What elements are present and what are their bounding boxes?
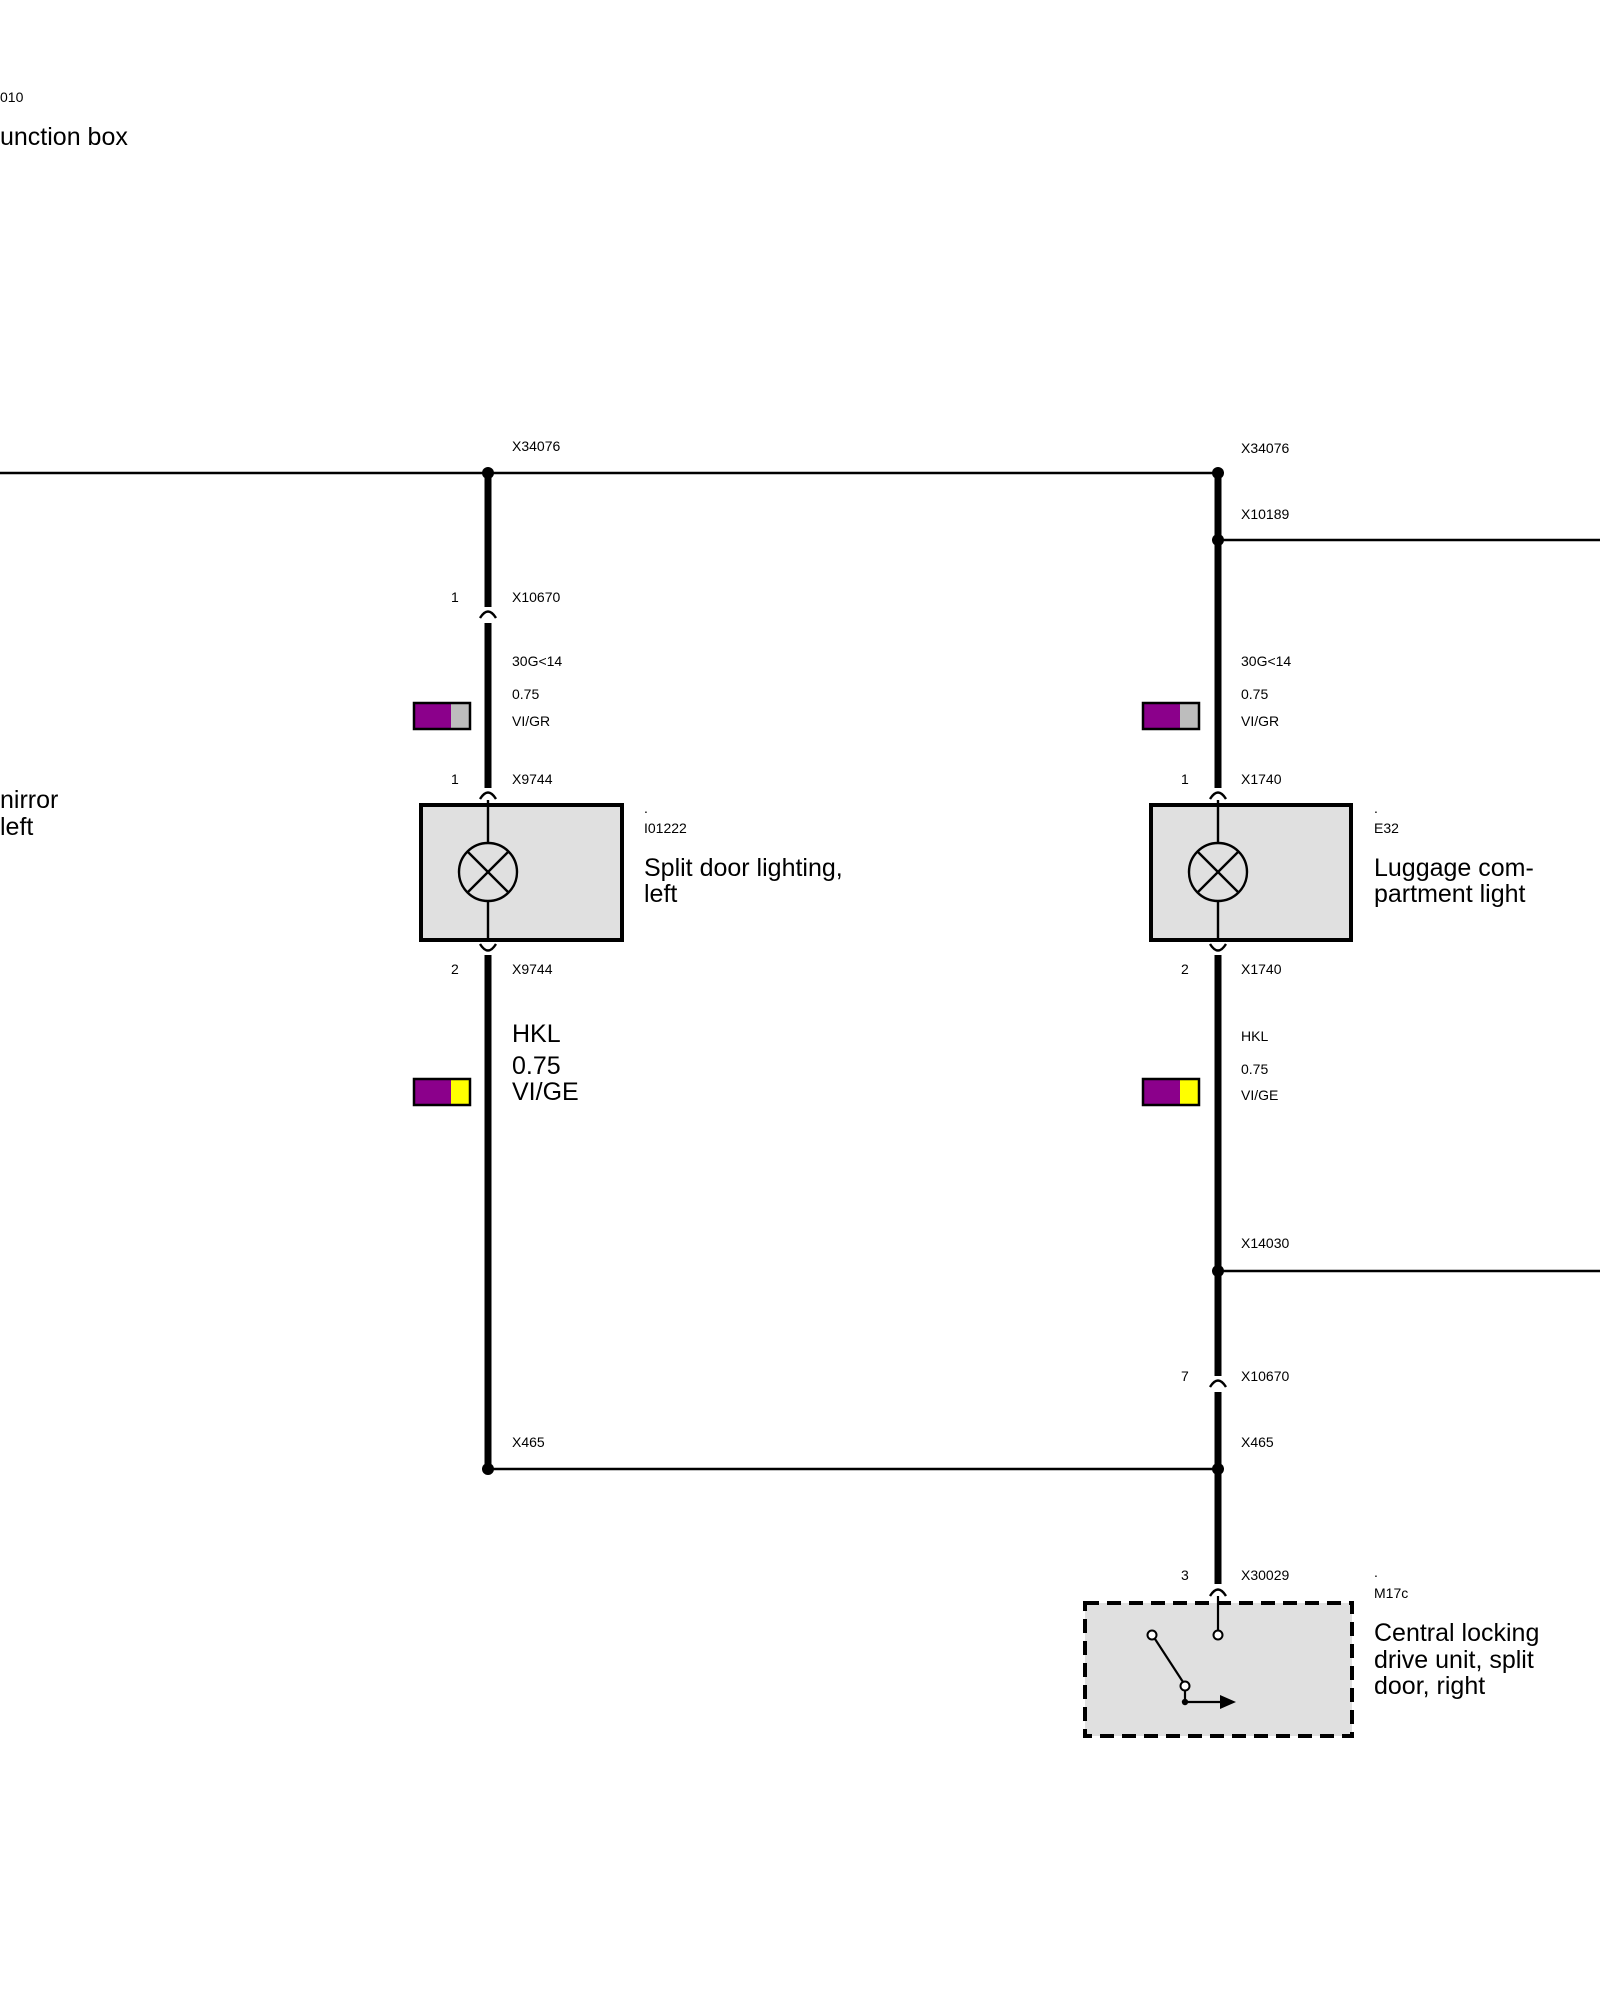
swatch-color-secondary xyxy=(451,1079,470,1105)
pin-label-x1740-bottom: 2 xyxy=(1181,961,1189,977)
pin-label-x9744-bottom: 2 xyxy=(451,961,459,977)
node-x34076-right xyxy=(1212,467,1224,479)
left-connector-x9744-bottom-symbol xyxy=(478,943,498,952)
connector-label-x30029: X30029 xyxy=(1241,1567,1289,1583)
pin-label-x30029: 3 xyxy=(1181,1567,1189,1583)
wire-size-right-lower: 0.75 xyxy=(1241,1061,1268,1077)
lamp-icon xyxy=(457,841,519,903)
left-connector-x9744-top-symbol xyxy=(478,791,498,800)
central-locking-dot: . xyxy=(1374,1564,1378,1580)
wire-size-left-upper: 0.75 xyxy=(512,686,539,702)
swatch-color-primary xyxy=(414,703,451,729)
swatch-color-primary xyxy=(1143,703,1180,729)
luggage-light-name-line2: partment light xyxy=(1374,880,1526,908)
pin-label-x1740-top: 1 xyxy=(1181,771,1189,787)
wire-circuit-right-upper: 30G<14 xyxy=(1241,653,1291,669)
node-x465-right xyxy=(1212,1463,1224,1475)
pin-label-x10670-left: 1 xyxy=(451,589,459,605)
header-code: 010 xyxy=(0,89,24,105)
connector-label-x10189: X10189 xyxy=(1241,506,1289,522)
wire-size-left-lower: 0.75 xyxy=(512,1052,561,1080)
connector-label-x10670-right: X10670 xyxy=(1241,1368,1289,1384)
connector-label-x9744-bottom: X9744 xyxy=(512,961,553,977)
header-title: unction box xyxy=(0,123,128,151)
right-connector-x1740-bottom-symbol xyxy=(1208,943,1228,952)
switch-icon xyxy=(1146,1596,1236,1709)
left-partial-label-line2: left xyxy=(0,813,33,841)
wire-size-right-upper: 0.75 xyxy=(1241,686,1268,702)
pin-label-x10670-right: 7 xyxy=(1181,1368,1189,1384)
wire-color-swatch-left-upper xyxy=(412,701,472,731)
wire-color-code-right-upper: VI/GR xyxy=(1241,713,1279,729)
connector-label-x465-right: X465 xyxy=(1241,1434,1274,1450)
node-x14030 xyxy=(1212,1265,1224,1277)
central-locking-name-line1: Central locking xyxy=(1374,1619,1539,1647)
lamp-icon xyxy=(1187,841,1249,903)
connector-label-x1740-bottom: X1740 xyxy=(1241,961,1282,977)
wire-color-code-right-lower: VI/GE xyxy=(1241,1087,1278,1103)
split-door-lighting-name-line1: Split door lighting, xyxy=(644,854,843,882)
right-connector-x10670-symbol xyxy=(1208,1379,1228,1388)
connector-label-x465-left: X465 xyxy=(512,1434,545,1450)
central-locking-name-line3: door, right xyxy=(1374,1672,1485,1700)
luggage-light-box xyxy=(1149,803,1353,942)
swatch-color-primary xyxy=(1143,1079,1180,1105)
wire-color-code-left-upper: VI/GR xyxy=(512,713,550,729)
connector-label-x34076-left: X34076 xyxy=(512,438,560,454)
wire-circuit-left-upper: 30G<14 xyxy=(512,653,562,669)
split-door-lighting-box xyxy=(419,803,624,942)
luggage-light-code: E32 xyxy=(1374,820,1399,836)
node-x465-left xyxy=(482,1463,494,1475)
pin-label-x9744-top: 1 xyxy=(451,771,459,787)
connector-label-x34076-right: X34076 xyxy=(1241,440,1289,456)
wire-color-swatch-right-lower xyxy=(1141,1077,1201,1107)
swatch-color-secondary xyxy=(1180,1079,1199,1105)
split-door-lighting-code: I01222 xyxy=(644,820,687,836)
right-connector-x30029-symbol xyxy=(1208,1588,1228,1597)
wire-color-code-left-lower: VI/GE xyxy=(512,1078,579,1106)
split-door-lighting-dot: . xyxy=(644,800,648,816)
connector-label-x1740-top: X1740 xyxy=(1241,771,1282,787)
swatch-color-secondary xyxy=(1180,703,1199,729)
left-partial-label-line1: nirror xyxy=(0,786,58,814)
connector-label-x10670-left: X10670 xyxy=(512,589,560,605)
wire-circuit-right-lower: HKL xyxy=(1241,1028,1268,1044)
connector-label-x9744-top: X9744 xyxy=(512,771,553,787)
swatch-color-secondary xyxy=(451,703,470,729)
central-locking-name-line2: drive unit, split xyxy=(1374,1646,1534,1674)
split-door-lighting-name-line2: left xyxy=(644,880,677,908)
wire-color-swatch-right-upper xyxy=(1141,701,1201,731)
node-x34076-left xyxy=(482,467,494,479)
luggage-light-dot: . xyxy=(1374,800,1378,816)
node-x10189 xyxy=(1212,534,1224,546)
swatch-color-primary xyxy=(414,1079,451,1105)
wire-color-swatch-left-lower xyxy=(412,1077,472,1107)
luggage-light-name-line1: Luggage com- xyxy=(1374,854,1534,882)
central-locking-code: M17c xyxy=(1374,1585,1408,1601)
wire-circuit-left-lower: HKL xyxy=(512,1020,561,1048)
left-connector-x10670-symbol xyxy=(478,610,498,619)
connector-label-x14030: X14030 xyxy=(1241,1235,1289,1251)
right-connector-x1740-top-symbol xyxy=(1208,791,1228,800)
